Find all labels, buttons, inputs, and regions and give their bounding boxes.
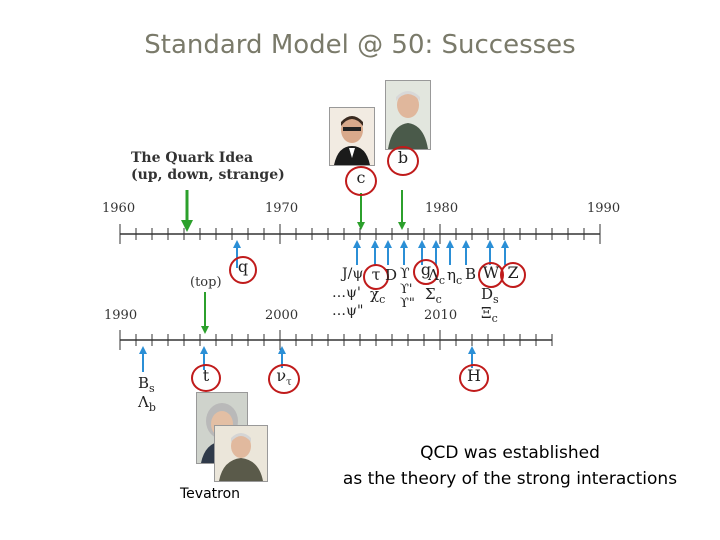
tau-circle (363, 264, 389, 290)
z-boson-label: Z (507, 263, 519, 282)
portrait-photo-tevatron (214, 425, 268, 482)
lambda-b-symbol: Λ (138, 393, 149, 411)
top-prediction-label: (top) (190, 275, 222, 290)
upsilon-label: ϒ (400, 266, 410, 282)
top-quark-label: t (202, 366, 210, 385)
year-label: 1980 (425, 201, 459, 216)
quark-idea-line1: The Quark Idea (131, 150, 254, 166)
q-circle (229, 256, 257, 284)
top-quark-circle (191, 364, 221, 392)
chi-symbol: χ (370, 285, 380, 303)
portrait-photo-charm (329, 107, 375, 166)
lambda-symbol: Λ (428, 266, 439, 284)
person-portrait-icon (386, 81, 430, 149)
xi-subscript: c (491, 312, 498, 325)
conclusion-line2: as the theory of the strong interactions (342, 469, 678, 489)
bs-subscript: s (149, 382, 155, 395)
upsilon-prime-label: ϒ' (400, 282, 413, 297)
xi-c-label: Ξc (481, 304, 498, 325)
year-label: 1960 (102, 201, 136, 216)
timeline-1960-1990-axis (119, 224, 601, 244)
quark-idea-line2: (up, down, strange) (131, 167, 285, 183)
slide-title: Standard Model @ 50: Successes (144, 30, 576, 60)
quark-idea-label: The Quark Idea (up, down, strange) (131, 150, 285, 184)
year-label: 1990 (104, 308, 138, 323)
charm-quark-label: c (356, 168, 366, 187)
eta-symbol: η (447, 266, 456, 284)
ds-symbol: D (481, 285, 494, 303)
ds-subscript: s (493, 293, 499, 306)
timeline-1990-2015-axis (119, 330, 553, 350)
higgs-label: H (467, 366, 481, 385)
bottom-quark-circle (387, 146, 419, 176)
b-meson-label: B (465, 265, 477, 283)
nu-tau-circle (268, 364, 300, 394)
lambda-c-label: Λc (428, 266, 445, 287)
w-boson-label: W (482, 263, 500, 282)
chi-c-label: χc (370, 285, 385, 306)
tau-label: τ (371, 265, 381, 284)
higgs-circle (459, 364, 489, 392)
lambda-subscript: c (438, 274, 446, 287)
d-meson-label: D (385, 266, 398, 284)
upsilon-double-prime-label: ϒ" (400, 296, 415, 311)
bs-meson-label: Bs (138, 374, 155, 395)
eta-subscript: c (456, 274, 463, 287)
sigma-c-label: Σc (425, 285, 442, 306)
person-portrait-icon (330, 108, 374, 165)
q-label: q (237, 257, 249, 276)
sigma-subscript: c (435, 293, 442, 306)
nu-subscript: τ (286, 377, 292, 389)
bs-symbol: B (138, 374, 150, 392)
sigma-symbol: Σ (425, 285, 436, 303)
lambda-b-subscript: b (148, 401, 156, 414)
bottom-quark-label: b (397, 148, 409, 167)
nu-tau-label: ντ (268, 366, 300, 388)
year-label: 2000 (265, 308, 299, 323)
conclusion-text: QCD was established as the theory of the… (320, 440, 700, 492)
year-label: 2010 (424, 308, 458, 323)
year-label: 1990 (587, 201, 621, 216)
gluon-circle (413, 259, 439, 285)
year-label: 1970 (265, 201, 299, 216)
eta-c-label: ηc (447, 266, 462, 287)
person-portrait-icon (215, 426, 267, 481)
lambda-b-label: Λb (138, 393, 156, 414)
psi-prime-label: …ψ' (332, 285, 361, 301)
nu-symbol: ν (276, 366, 287, 385)
jpsi-label: J/ψ (342, 266, 364, 282)
tevatron-label: Tevatron (180, 486, 241, 502)
portrait-photo-bottom (385, 80, 431, 150)
chi-subscript: c (379, 293, 386, 306)
ds-meson-label: Ds (481, 285, 499, 306)
xi-symbol: Ξ (481, 304, 492, 322)
charm-quark-circle (345, 166, 377, 196)
z-boson-circle (500, 262, 526, 288)
psi-double-prime-label: …ψ" (332, 303, 364, 319)
gluon-label: g (420, 260, 432, 279)
conclusion-line1: QCD was established (420, 443, 600, 463)
